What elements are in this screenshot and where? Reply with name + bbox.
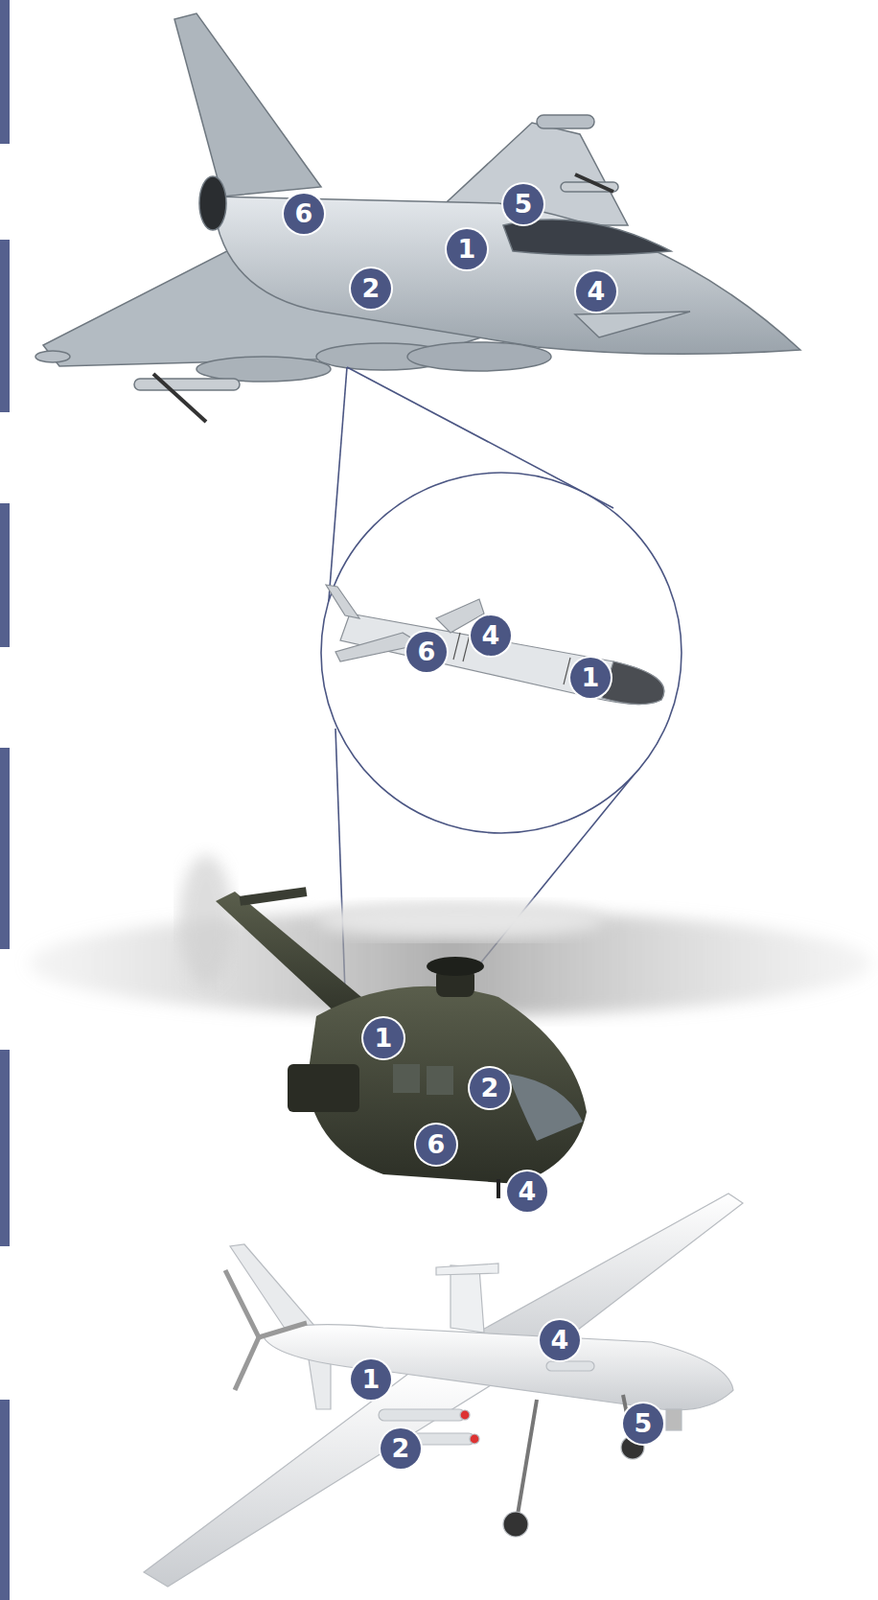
helicopter [28,854,873,1199]
callout-number: 6 [415,1124,457,1165]
callout-number: 6 [283,193,324,234]
callout-number: 5 [623,1403,664,1444]
callout-number: 1 [570,657,611,698]
callout-number: 2 [350,268,392,309]
callout-number: 6 [406,631,447,672]
callout-number: 1 [363,1017,404,1059]
callout-number: 4 [539,1319,580,1361]
callout-number: 4 [576,271,617,312]
edge-band [0,0,10,1600]
callout-number: 4 [470,615,511,656]
callout-number: 2 [469,1067,510,1109]
callout-number: 1 [350,1359,392,1400]
missile [325,584,665,705]
callout-number: 2 [380,1428,421,1469]
callout-number: 4 [507,1171,548,1212]
fighter-jet [35,13,801,422]
callout-number: 5 [503,184,544,225]
callout-number: 1 [446,229,487,270]
drone [143,1193,743,1587]
